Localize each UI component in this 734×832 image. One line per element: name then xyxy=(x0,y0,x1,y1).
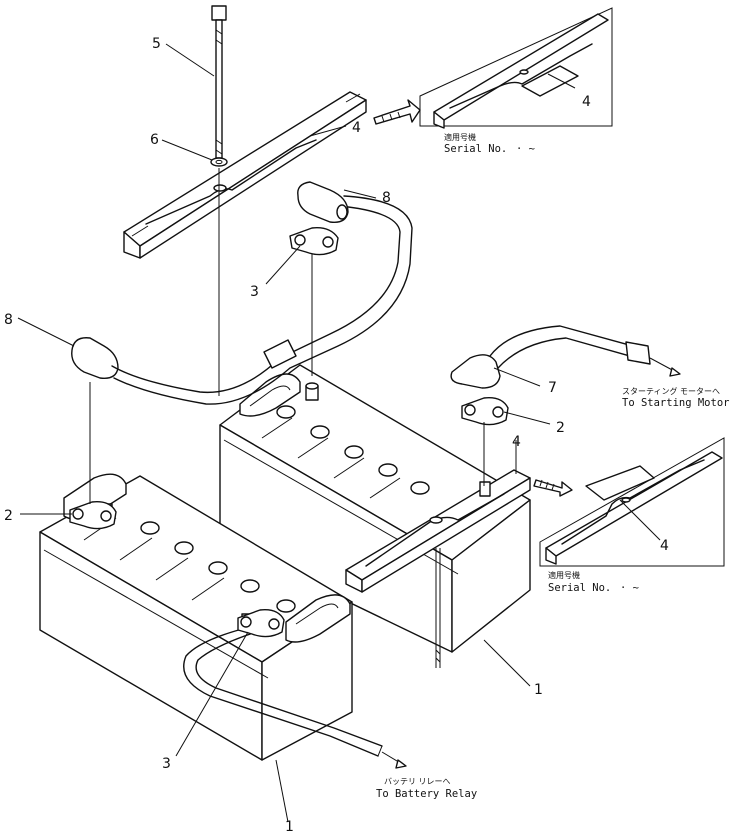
callout-3-bottom: 3 xyxy=(162,756,171,772)
terminal-clamp-rear-neg xyxy=(289,227,339,256)
callout-4-front: 4 xyxy=(512,434,521,450)
callout-4-inset-bottom: 4 xyxy=(660,538,669,554)
serial-jp-top: 適用号機 xyxy=(444,132,476,142)
battery-relay-jp: バッテリ リレーへ xyxy=(384,777,451,786)
hold-down-bracket-front xyxy=(345,469,531,668)
notes: 適用号機 Serial No. · ~ 適用号機 Serial No. · ~ … xyxy=(376,132,729,800)
washer xyxy=(210,157,228,167)
terminal-clamp-front-left xyxy=(69,501,117,530)
hold-down-bracket-top xyxy=(123,91,367,259)
callout-4-top: 4 xyxy=(352,120,361,136)
serial-en-top: Serial No. xyxy=(444,143,507,155)
starting-motor-jp: スターティング モーターへ xyxy=(622,386,720,396)
front-battery-cell-caps xyxy=(140,521,296,613)
callout-labels: 5 6 4 4 8 3 8 7 2 4 4 2 3 1 1 xyxy=(4,36,669,832)
starter-cable xyxy=(450,325,651,389)
callout-1-right: 1 xyxy=(534,682,543,698)
serial-range-top: · ~ xyxy=(516,143,535,155)
callout-2-left: 2 xyxy=(4,508,13,524)
leader-lines xyxy=(17,43,681,823)
callout-3-top: 3 xyxy=(250,284,259,300)
inset-bracket-top xyxy=(373,7,613,129)
callout-7: 7 xyxy=(548,380,557,396)
callout-1-bottom: 1 xyxy=(285,819,294,832)
terminal-clamp-rear-pos xyxy=(461,397,509,426)
starting-motor-en: To Starting Motor xyxy=(622,397,729,409)
battery-relay-en: To Battery Relay xyxy=(376,788,477,800)
serial-en-bottom: Serial No. xyxy=(548,582,611,594)
callout-2-right: 2 xyxy=(556,420,565,436)
inset-bracket-bottom xyxy=(533,437,725,567)
terminal-clamp-front-right xyxy=(237,609,285,638)
callout-6: 6 xyxy=(150,132,159,148)
rear-battery-cell-caps xyxy=(276,405,430,495)
hold-down-bolt xyxy=(210,5,228,396)
serial-range-bottom: · ~ xyxy=(620,582,639,594)
callout-8-top: 8 xyxy=(382,190,391,206)
connecting-cable xyxy=(71,181,413,405)
callout-8-left: 8 xyxy=(4,312,13,328)
serial-jp-bottom: 適用号機 xyxy=(548,570,580,580)
callout-5: 5 xyxy=(152,36,161,52)
callout-4-inset-top: 4 xyxy=(582,94,591,110)
relay-cable xyxy=(183,627,383,757)
